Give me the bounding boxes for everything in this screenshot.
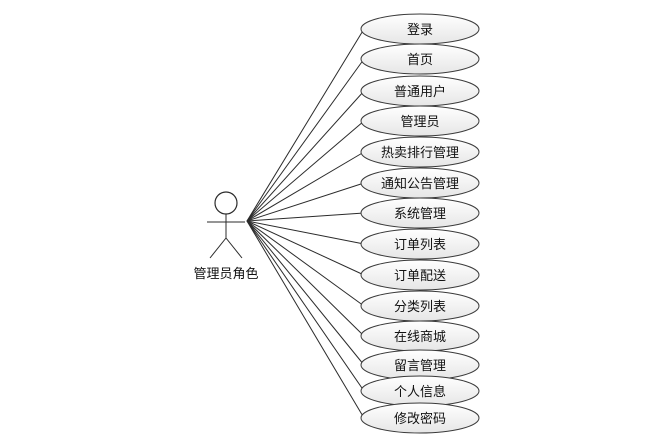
use-case: 系统管理	[360, 197, 480, 229]
use-case: 登录	[360, 13, 480, 45]
association-line	[246, 212, 365, 222]
actor-figure: 管理员角色	[193, 191, 259, 282]
use-case: 首页	[360, 43, 480, 75]
use-case-ellipse	[360, 259, 480, 291]
use-case: 热卖排行管理	[360, 136, 480, 168]
use-case-label: 分类列表	[394, 300, 446, 315]
association-line	[246, 220, 365, 245]
use-case: 普通用户	[360, 75, 480, 107]
use-case: 分类列表	[360, 290, 480, 322]
association-line	[246, 58, 365, 222]
use-case-label: 订单列表	[394, 238, 446, 253]
use-case-label: 登录	[407, 23, 433, 38]
use-case-label: 修改密码	[394, 411, 446, 427]
association-lines	[246, 28, 365, 419]
use-case-ellipse	[360, 105, 480, 137]
association-line	[246, 220, 365, 307]
use-case-ellipse	[360, 136, 480, 168]
association-line	[246, 28, 365, 222]
actor-left-leg	[209, 237, 227, 259]
association-line	[246, 120, 365, 222]
use-case-ellipse	[360, 228, 480, 260]
use-case: 修改密码	[360, 402, 480, 434]
use-case-label: 普通用户	[394, 84, 446, 100]
use-case-label: 个人信息	[394, 384, 446, 400]
actor-head	[214, 191, 238, 215]
use-case-list: 登录首页普通用户管理员热卖排行管理通知公告管理系统管理订单列表订单配送分类列表在…	[360, 13, 480, 434]
use-case-label: 通知公告管理	[381, 176, 459, 192]
use-case: 个人信息	[360, 375, 480, 407]
use-case-ellipse	[360, 197, 480, 229]
use-case-ellipse	[360, 402, 480, 434]
association-line	[246, 220, 365, 419]
use-case: 在线商城	[360, 320, 480, 352]
use-case-label: 首页	[407, 53, 433, 68]
use-case-label: 在线商城	[394, 330, 446, 345]
use-case-ellipse	[360, 43, 480, 75]
use-case-label: 热卖排行管理	[381, 146, 459, 161]
use-case: 留言管理	[360, 349, 480, 381]
association-line	[246, 220, 365, 392]
association-line	[246, 182, 365, 222]
association-line	[246, 220, 365, 366]
association-line	[246, 151, 365, 222]
use-case-label: 订单配送	[394, 269, 446, 284]
use-case-label: 留言管理	[394, 359, 446, 374]
association-line	[246, 90, 365, 222]
use-case: 通知公告管理	[360, 167, 480, 199]
use-case: 订单配送	[360, 259, 480, 291]
use-case-label: 管理员	[400, 115, 439, 130]
actor-right-leg	[225, 237, 243, 259]
association-line	[246, 220, 365, 337]
use-case: 管理员	[360, 105, 480, 137]
association-line	[246, 220, 365, 276]
use-case-label: 系统管理	[394, 207, 446, 222]
actor-label: 管理员角色	[193, 266, 258, 282]
use-case: 订单列表	[360, 228, 480, 260]
